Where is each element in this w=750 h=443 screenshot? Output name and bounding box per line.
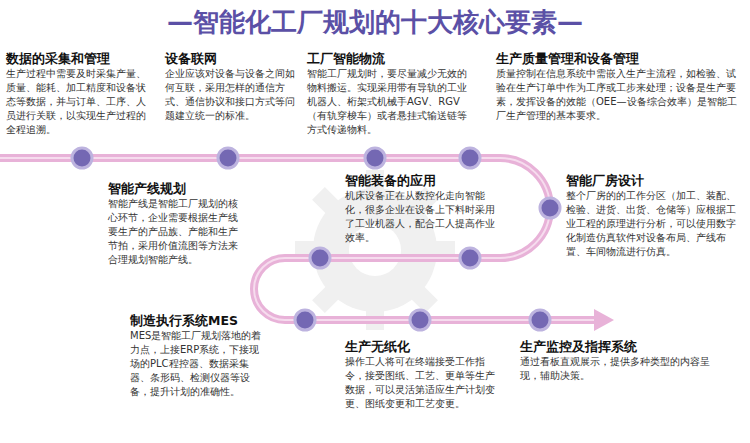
winding-road: [0, 158, 598, 320]
item-heading: 制造执行系统MES: [130, 312, 266, 329]
diagram-title: —智能化工厂规划的十大核心要素—: [0, 6, 750, 38]
item-description: 操作工人将可在终端接受工作指令，接受图纸、工艺、更单等生产数据，可以灵活第适应生…: [345, 355, 497, 411]
item-heading: 智能装备的应用: [345, 172, 495, 189]
milestone-dot: [310, 248, 330, 268]
item-heading: 生产监控及指挥系统: [520, 338, 720, 355]
milestone-dot: [218, 148, 238, 168]
milestone-dot: [540, 198, 560, 218]
road-centerline: [0, 158, 598, 320]
item-heading: 智能产线规划: [108, 180, 242, 197]
item-description: 生产过程中需要及时采集产量、质量、能耗、加工精度和设备状态等数据，并与订单、工序…: [6, 67, 148, 137]
item-description: 整个厂房的的工作分区（加工、装配、检验、进货、出货、仓储等）应根据工业工程的原理…: [566, 189, 742, 259]
item-heading: 生产无纸化: [345, 338, 497, 355]
milestone-dot: [460, 248, 480, 268]
milestone-item: 生产监控及指挥系统通过看板直观展示，提供多种类型的内容呈现，辅助决策。: [520, 338, 720, 383]
milestone-dot: [295, 310, 315, 330]
milestone-dot: [460, 148, 480, 168]
item-description: 智能产线是智能工厂规划的核心环节，企业需要根据生产线要生产的产品族、产能和生产节…: [108, 197, 242, 267]
milestone-dots: [72, 148, 560, 330]
road-arrowhead: [594, 309, 614, 331]
milestone-dot: [410, 310, 430, 330]
milestone-item: 设备联网企业应该对设备与设备之间如何互联，采用怎样的通信方式、通信协议和接口方式…: [165, 50, 297, 123]
item-description: 机床设备正在从数控化走向智能化，很多企业在设备上下料时采用了工业机器人，配合工人…: [345, 189, 495, 245]
milestone-item: 智能产线规划智能产线是智能工厂规划的核心环节，企业需要根据生产线要生产的产品族、…: [108, 180, 242, 267]
item-description: 质量控制在信息系统中需嵌入生产主流程，如检验、试验在生产订单中作为工序或工步来处…: [496, 67, 742, 123]
item-heading: 数据的采集和管理: [6, 50, 148, 67]
milestone-dot: [72, 148, 92, 168]
item-description: 企业应该对设备与设备之间如何互联，采用怎样的通信方式、通信协议和接口方式等问题建…: [165, 67, 297, 123]
item-heading: 工厂智能物流: [307, 50, 467, 67]
milestone-dot: [530, 310, 550, 330]
item-description: 通过看板直观展示，提供多种类型的内容呈现，辅助决策。: [520, 355, 720, 383]
item-heading: 智能厂房设计: [566, 172, 742, 189]
item-description: MES是智能工厂规划落地的着力点，上接ERP系统，下接现场的PLC程控器、数据采…: [130, 329, 266, 399]
item-description: 智能工厂规划时，要尽量减少无效的物料搬运。实现采用带有导轨的工业机器人、桁架式机…: [307, 67, 467, 137]
milestone-item: 生产无纸化操作工人将可在终端接受工作指令，接受图纸、工艺、更单等生产数据，可以灵…: [345, 338, 497, 411]
milestone-item: 智能厂房设计整个厂房的的工作分区（加工、装配、检验、进货、出货、仓储等）应根据工…: [566, 172, 742, 259]
item-heading: 生产质量管理和设备管理: [496, 50, 742, 67]
milestone-item: 生产质量管理和设备管理质量控制在信息系统中需嵌入生产主流程，如检验、试验在生产订…: [496, 50, 742, 123]
item-heading: 设备联网: [165, 50, 297, 67]
milestone-item: 工厂智能物流智能工厂规划时，要尽量减少无效的物料搬运。实现采用带有导轨的工业机器…: [307, 50, 467, 137]
milestone-item: 数据的采集和管理生产过程中需要及时采集产量、质量、能耗、加工精度和设备状态等数据…: [6, 50, 148, 137]
milestone-dot: [365, 148, 385, 168]
milestone-item: 智能装备的应用机床设备正在从数控化走向智能化，很多企业在设备上下料时采用了工业机…: [345, 172, 495, 245]
milestone-item: 制造执行系统MESMES是智能工厂规划落地的着力点，上接ERP系统，下接现场的P…: [130, 312, 266, 399]
